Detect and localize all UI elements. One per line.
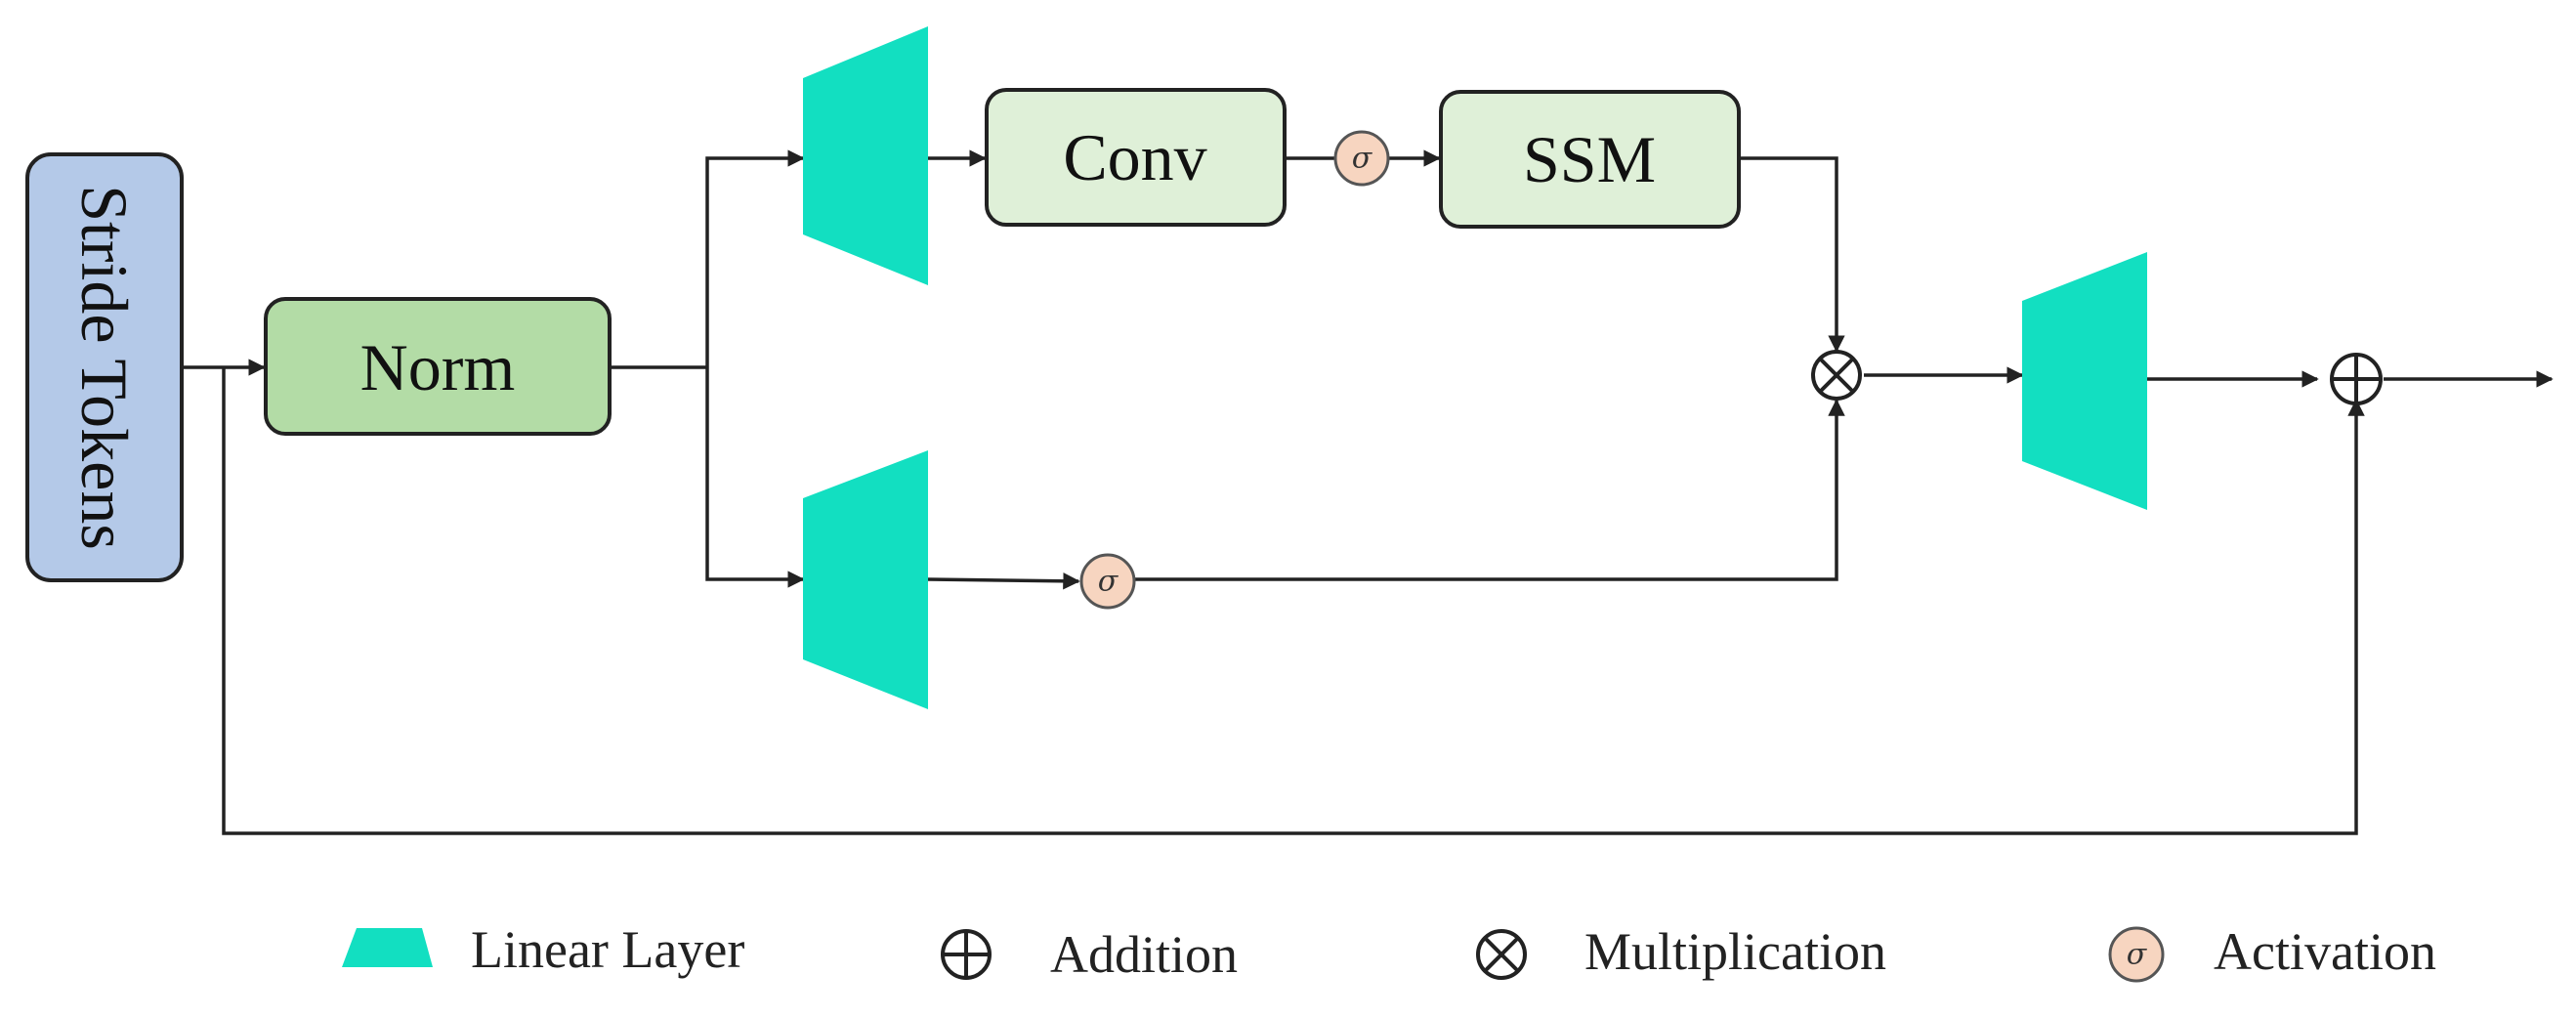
norm-label: Norm bbox=[360, 330, 516, 404]
linear-layer-legend-icon bbox=[342, 928, 433, 967]
wire-lower-linear-to-activation bbox=[927, 572, 1080, 590]
multiplication-legend-icon-b bbox=[1483, 936, 1520, 973]
wire-residual-skip bbox=[222, 367, 2365, 835]
legend-item-linear-layer: Linear Layer bbox=[342, 920, 744, 979]
stride-tokens-label: Stride Tokens bbox=[67, 185, 142, 550]
legend-activation-label: Activation bbox=[2214, 922, 2436, 981]
conv-box bbox=[985, 88, 1287, 227]
activation-upper: σ bbox=[1333, 130, 1390, 187]
activation-legend-icon bbox=[2108, 926, 2165, 983]
norm-box bbox=[264, 297, 612, 436]
legend-multiplication-label: Multiplication bbox=[1584, 922, 1886, 981]
ssm-block: SSM bbox=[1439, 90, 1741, 229]
wire-split-lower bbox=[705, 367, 805, 588]
activation-upper-sigma: σ bbox=[1352, 142, 1373, 176]
legend-item-activation: σ Activation bbox=[2108, 922, 2436, 983]
wire-gate-to-multiply bbox=[1135, 399, 1845, 581]
legend: Linear Layer Addition Multiplication σ A… bbox=[342, 920, 2436, 984]
multiplication-cross-b bbox=[1818, 357, 1855, 394]
legend-item-multiplication: Multiplication bbox=[1476, 922, 1886, 981]
activation-lower: σ bbox=[1079, 553, 1136, 610]
activation-legend-sigma: σ bbox=[2127, 938, 2148, 972]
conv-label: Conv bbox=[1063, 120, 1206, 194]
stride-tokens-box bbox=[25, 152, 184, 582]
ssm-label: SSM bbox=[1523, 122, 1656, 196]
addition-operator bbox=[2330, 353, 2383, 405]
wire-ssm-to-multiply bbox=[1739, 156, 1845, 353]
legend-linear-layer-label: Linear Layer bbox=[471, 920, 744, 979]
legend-addition-label: Addition bbox=[1050, 925, 1238, 984]
activation-lower-sigma: σ bbox=[1098, 565, 1119, 599]
norm-block: Norm bbox=[264, 297, 612, 436]
linear-layer-upper bbox=[803, 26, 928, 285]
multiplication-operator bbox=[1811, 350, 1862, 401]
conv-block: Conv bbox=[985, 88, 1287, 227]
wire-split-upper bbox=[705, 149, 805, 367]
linear-layer-output bbox=[2022, 252, 2147, 510]
stride-tokens-block: Stride Tokens bbox=[25, 152, 184, 582]
linear-layer-lower bbox=[803, 450, 928, 709]
activation-upper-circle bbox=[1333, 130, 1390, 187]
legend-item-addition: Addition bbox=[941, 925, 1238, 984]
ssm-box bbox=[1439, 90, 1741, 229]
activation-lower-circle bbox=[1079, 553, 1136, 610]
